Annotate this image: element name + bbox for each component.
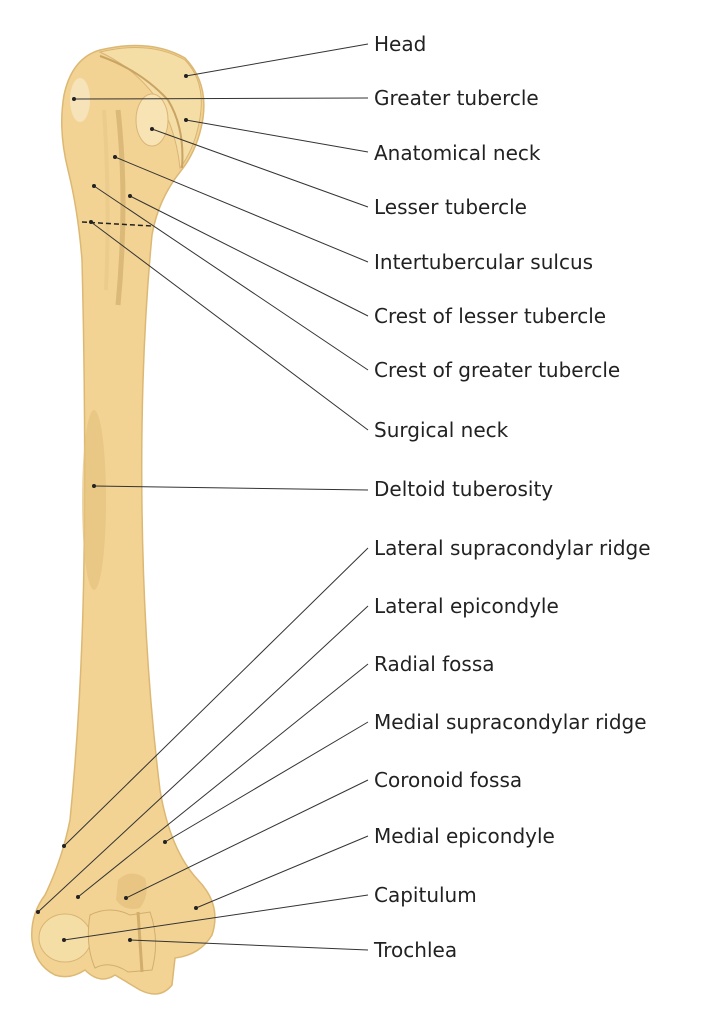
leader-line-medial-epicondyle (195, 835, 369, 909)
label-trochlea: Trochlea (374, 938, 458, 962)
dot-deltoid-tuberosity (92, 484, 96, 488)
leader-line-capitulum (63, 894, 369, 941)
coronoid-fossa-shape (116, 873, 147, 909)
lesser-tubercle-shape (135, 93, 169, 147)
dot-medial-supracondylar-ridge (163, 840, 167, 844)
dot-lateral-epicondyle (36, 910, 40, 914)
humerus-bone (31, 44, 216, 995)
dot-anatomical-neck (184, 118, 188, 122)
leader-line-radial-fossa (77, 663, 369, 898)
trochlea-ridge (136, 911, 144, 973)
label-lateral-supracondylar-ridge: Lateral supracondylar ridge (374, 536, 651, 560)
sulcus-highlight (102, 109, 110, 291)
label-crest-lesser-tubercle: Crest of lesser tubercle (374, 304, 607, 328)
dot-greater-tubercle (72, 97, 76, 101)
capitulum-shape (38, 913, 92, 963)
dot-medial-epicondyle (194, 906, 198, 910)
leader-line-medial-supracondylar-ridge (164, 721, 369, 843)
leader-line-lateral-supracondylar-ridge (63, 547, 369, 847)
label-medial-epicondyle: Medial epicondyle (374, 824, 555, 848)
dot-crest-lesser-tubercle (128, 194, 132, 198)
label-intertubercular-sulcus: Intertubercular sulcus (374, 250, 594, 274)
leader-line-trochlea (129, 939, 369, 951)
dot-capitulum (62, 938, 66, 942)
intertubercular-sulcus-groove (115, 109, 126, 306)
label-capitulum: Capitulum (374, 883, 477, 907)
label-deltoid-tuberosity: Deltoid tuberosity (374, 477, 554, 501)
leader-line-anatomical-neck (185, 119, 369, 153)
greater-tubercle-shape (70, 78, 90, 122)
leader-line-crest-lesser-tubercle (129, 195, 369, 317)
leader-dots (36, 74, 198, 942)
leader-line-deltoid-tuberosity (93, 485, 369, 491)
leader-line-lateral-epicondyle (37, 605, 369, 913)
dot-coronoid-fossa (124, 896, 128, 900)
anatomical-neck-groove (99, 55, 184, 169)
dot-trochlea (128, 938, 132, 942)
leader-line-greater-tubercle (73, 97, 369, 100)
dot-head (184, 74, 188, 78)
dot-surgical-neck (89, 220, 93, 224)
deltoid-tuberosity-shape (82, 410, 106, 590)
label-coronoid-fossa: Coronoid fossa (374, 768, 523, 792)
label-greater-tubercle: Greater tubercle (374, 86, 539, 110)
dot-lesser-tubercle (150, 127, 154, 131)
leader-lines (37, 43, 369, 951)
leader-line-surgical-neck (90, 221, 369, 431)
label-anatomical-neck: Anatomical neck (374, 141, 541, 165)
label-lesser-tubercle: Lesser tubercle (374, 195, 527, 219)
leader-line-crest-greater-tubercle (93, 185, 369, 371)
dot-radial-fossa (76, 895, 80, 899)
dot-intertubercular-sulcus (113, 155, 117, 159)
leader-line-intertubercular-sulcus (114, 156, 369, 263)
leader-line-coronoid-fossa (125, 779, 369, 899)
label-crest-greater-tubercle: Crest of greater tubercle (374, 358, 621, 382)
dot-crest-greater-tubercle (92, 184, 96, 188)
label-head: Head (374, 32, 427, 56)
surgical-neck-dashed-line (81, 221, 153, 227)
leader-line-lesser-tubercle (151, 128, 369, 208)
label-surgical-neck: Surgical neck (374, 418, 509, 442)
dot-lateral-supracondylar-ridge (62, 844, 66, 848)
label-lateral-epicondyle: Lateral epicondyle (374, 594, 559, 618)
label-radial-fossa: Radial fossa (374, 652, 495, 676)
leader-line-head (185, 43, 369, 77)
label-medial-supracondylar-ridge: Medial supracondylar ridge (374, 710, 647, 734)
